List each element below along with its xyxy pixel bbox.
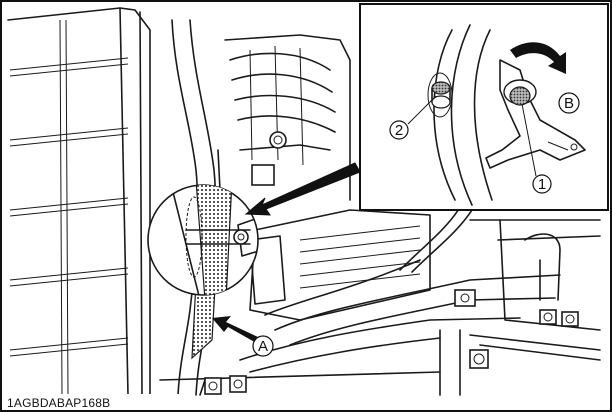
- detail-magnifier: [147, 184, 259, 296]
- inset-detail: 2 1 B: [359, 3, 609, 211]
- magnified-bolt: [233, 229, 249, 245]
- bracket-nut: [251, 164, 275, 186]
- adjust-bolt-1: [503, 79, 537, 106]
- callout-a-arrow: [212, 316, 260, 344]
- adjust-bolt-2: [431, 81, 451, 109]
- figure-id: 1AGBDABAP168B: [7, 396, 110, 410]
- callout-2-label: 2: [395, 122, 403, 139]
- detail-arrow: [244, 162, 361, 216]
- lower-engine: [159, 149, 601, 396]
- rotation-arrow: [510, 42, 566, 74]
- callout-1-label: 1: [538, 176, 546, 193]
- alternator-bolt: [269, 131, 287, 149]
- callout-2-circle: [389, 120, 409, 140]
- callout-1-circle: [532, 174, 552, 194]
- hose-clamp: [454, 289, 476, 307]
- caption-background: [4, 394, 182, 410]
- radiator-grille: [7, 7, 151, 396]
- callout-b-label: B: [564, 95, 574, 112]
- callout-a-circle: [252, 335, 274, 357]
- callout-b-circle: [558, 92, 580, 114]
- callout-a-label: A: [258, 338, 268, 355]
